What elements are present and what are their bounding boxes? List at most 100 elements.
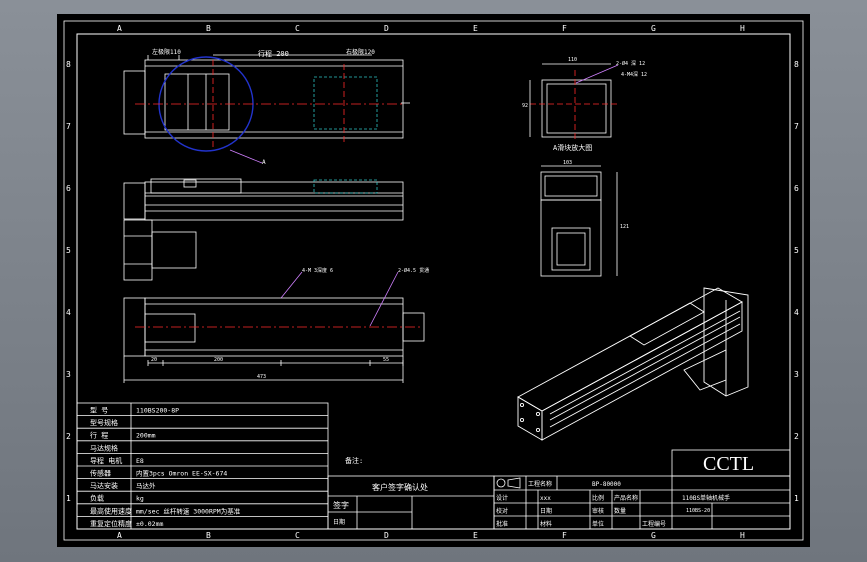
zone-column-label: H	[740, 24, 745, 33]
zone-column-label: G	[651, 531, 656, 540]
isometric-view	[517, 287, 749, 441]
spec-value: 内置3pcs Omron EE-SX-674	[136, 469, 227, 478]
spec-value: ±0.02mm	[136, 520, 163, 528]
zone-column-label: D	[384, 24, 389, 33]
zone-column-label: C	[295, 24, 300, 33]
zone-column-label: C	[295, 531, 300, 540]
zone-row-label: 2	[794, 432, 799, 441]
dim-left: 20	[151, 357, 157, 363]
zone-row-label: 7	[66, 122, 71, 131]
zone-row-label: 6	[66, 184, 71, 193]
top-view	[123, 54, 410, 164]
zone-column-label: A	[117, 531, 122, 540]
approval-block	[327, 475, 495, 530]
approval-sign-label: 签字	[333, 500, 349, 510]
spec-value: 马达外	[136, 481, 156, 490]
detail-note-2: 4-M4深 12	[621, 71, 647, 78]
zone-row-label: 2	[66, 432, 71, 441]
detail-caption: A滑块放大图	[553, 143, 592, 152]
slider-detail-view	[529, 63, 620, 142]
spec-label: 传感器	[90, 469, 111, 478]
detail-callout-label: A	[262, 159, 266, 166]
spec-label: 最高使用速度	[90, 506, 132, 515]
spec-label: 行 程	[90, 431, 108, 440]
zone-row-label: 8	[794, 60, 799, 69]
drawing-name: 110BS单轴机械手	[682, 494, 730, 502]
spec-value: mm/sec 丝杆转速 3000RPM为基准	[136, 506, 241, 515]
zone-column-label: H	[740, 531, 745, 540]
title-block-cell: 比例	[592, 494, 604, 502]
zone-column-labels: A A B B C C D D E E F F G G H H	[117, 24, 745, 540]
zone-column-label: G	[651, 24, 656, 33]
spec-label: 马达规格	[90, 443, 118, 452]
project-label: 工程名称	[528, 480, 552, 488]
dim-total: 473	[257, 374, 266, 380]
spec-label: 负载	[90, 494, 104, 503]
detail-width: 110	[568, 57, 577, 63]
zone-column-label: F	[562, 531, 567, 540]
note-label: 备注:	[345, 456, 363, 465]
spec-value: 200mm	[136, 432, 156, 440]
title-block-cell: 批准	[496, 520, 508, 528]
zone-row-label: 6	[794, 184, 799, 193]
zone-row-label: 5	[66, 246, 71, 255]
spec-value: 110BS200-8P	[136, 407, 179, 415]
title-block-cell: 材料	[540, 520, 552, 528]
title-block-cell: 设计	[496, 494, 508, 502]
spec-label: 导程 电机	[90, 456, 122, 465]
zone-column-label: E	[473, 24, 478, 33]
zone-row-label: 1	[794, 494, 799, 503]
end-width: 103	[563, 160, 572, 166]
zone-row-label: 7	[794, 122, 799, 131]
zone-column-label: D	[384, 531, 389, 540]
hole-note-1: 4-M 3深度 6	[302, 267, 333, 274]
company-logo: CCTL	[703, 453, 754, 475]
dim-mid: 200	[214, 357, 223, 363]
zone-row-label: 4	[794, 308, 799, 317]
right-limit-label: 右极限120	[346, 48, 375, 56]
spec-label: 重复定位精度	[90, 519, 132, 528]
zone-row-label: 8	[66, 60, 71, 69]
outer-frame	[63, 20, 804, 541]
side-view	[123, 178, 404, 281]
detail-note-1: 2-Ø4 深 12	[616, 60, 645, 67]
end-view	[540, 165, 618, 277]
title-block-cell: 日期	[540, 507, 552, 515]
zone-row-label: 3	[66, 370, 71, 379]
zone-row-label: 4	[66, 308, 71, 317]
spec-value: kg	[136, 495, 144, 503]
front-view	[123, 271, 425, 383]
zone-column-label: A	[117, 24, 122, 33]
zone-row-label: 3	[794, 370, 799, 379]
end-height: 121	[620, 224, 629, 230]
drawing-no: 110BS-20	[686, 508, 710, 514]
title-block-cell: 数量	[614, 507, 626, 515]
project-value: BP-80000	[592, 481, 621, 488]
detail-height: 92	[522, 103, 528, 109]
zone-column-label: B	[206, 531, 211, 540]
title-block-cell: 工程编号	[642, 520, 666, 528]
left-limit-label: 左极限110	[152, 48, 181, 56]
spec-value: E8	[136, 457, 144, 465]
title-block-cell: 产品名称	[614, 494, 638, 502]
spec-label: 型号规格	[90, 418, 118, 427]
title-block-cell: 审核	[592, 507, 604, 515]
hole-note-2: 2-Ø4.5 贯通	[398, 267, 429, 274]
drawing-sheet	[57, 14, 810, 547]
approval-date-label: 日期	[333, 518, 345, 526]
zone-column-label: F	[562, 24, 567, 33]
spec-label: 型 号	[90, 406, 108, 415]
title-block-cell: xxx	[540, 495, 551, 502]
zone-column-label: B	[206, 24, 211, 33]
travel-label: 行程 200	[258, 49, 289, 58]
zone-row-label: 5	[794, 246, 799, 255]
title-block-cell: 校对	[496, 507, 508, 515]
spec-label: 马达安装	[90, 481, 118, 490]
title-block-cell: 单位	[592, 520, 604, 528]
projection-symbol-icon	[496, 478, 506, 488]
zone-column-label: E	[473, 531, 478, 540]
